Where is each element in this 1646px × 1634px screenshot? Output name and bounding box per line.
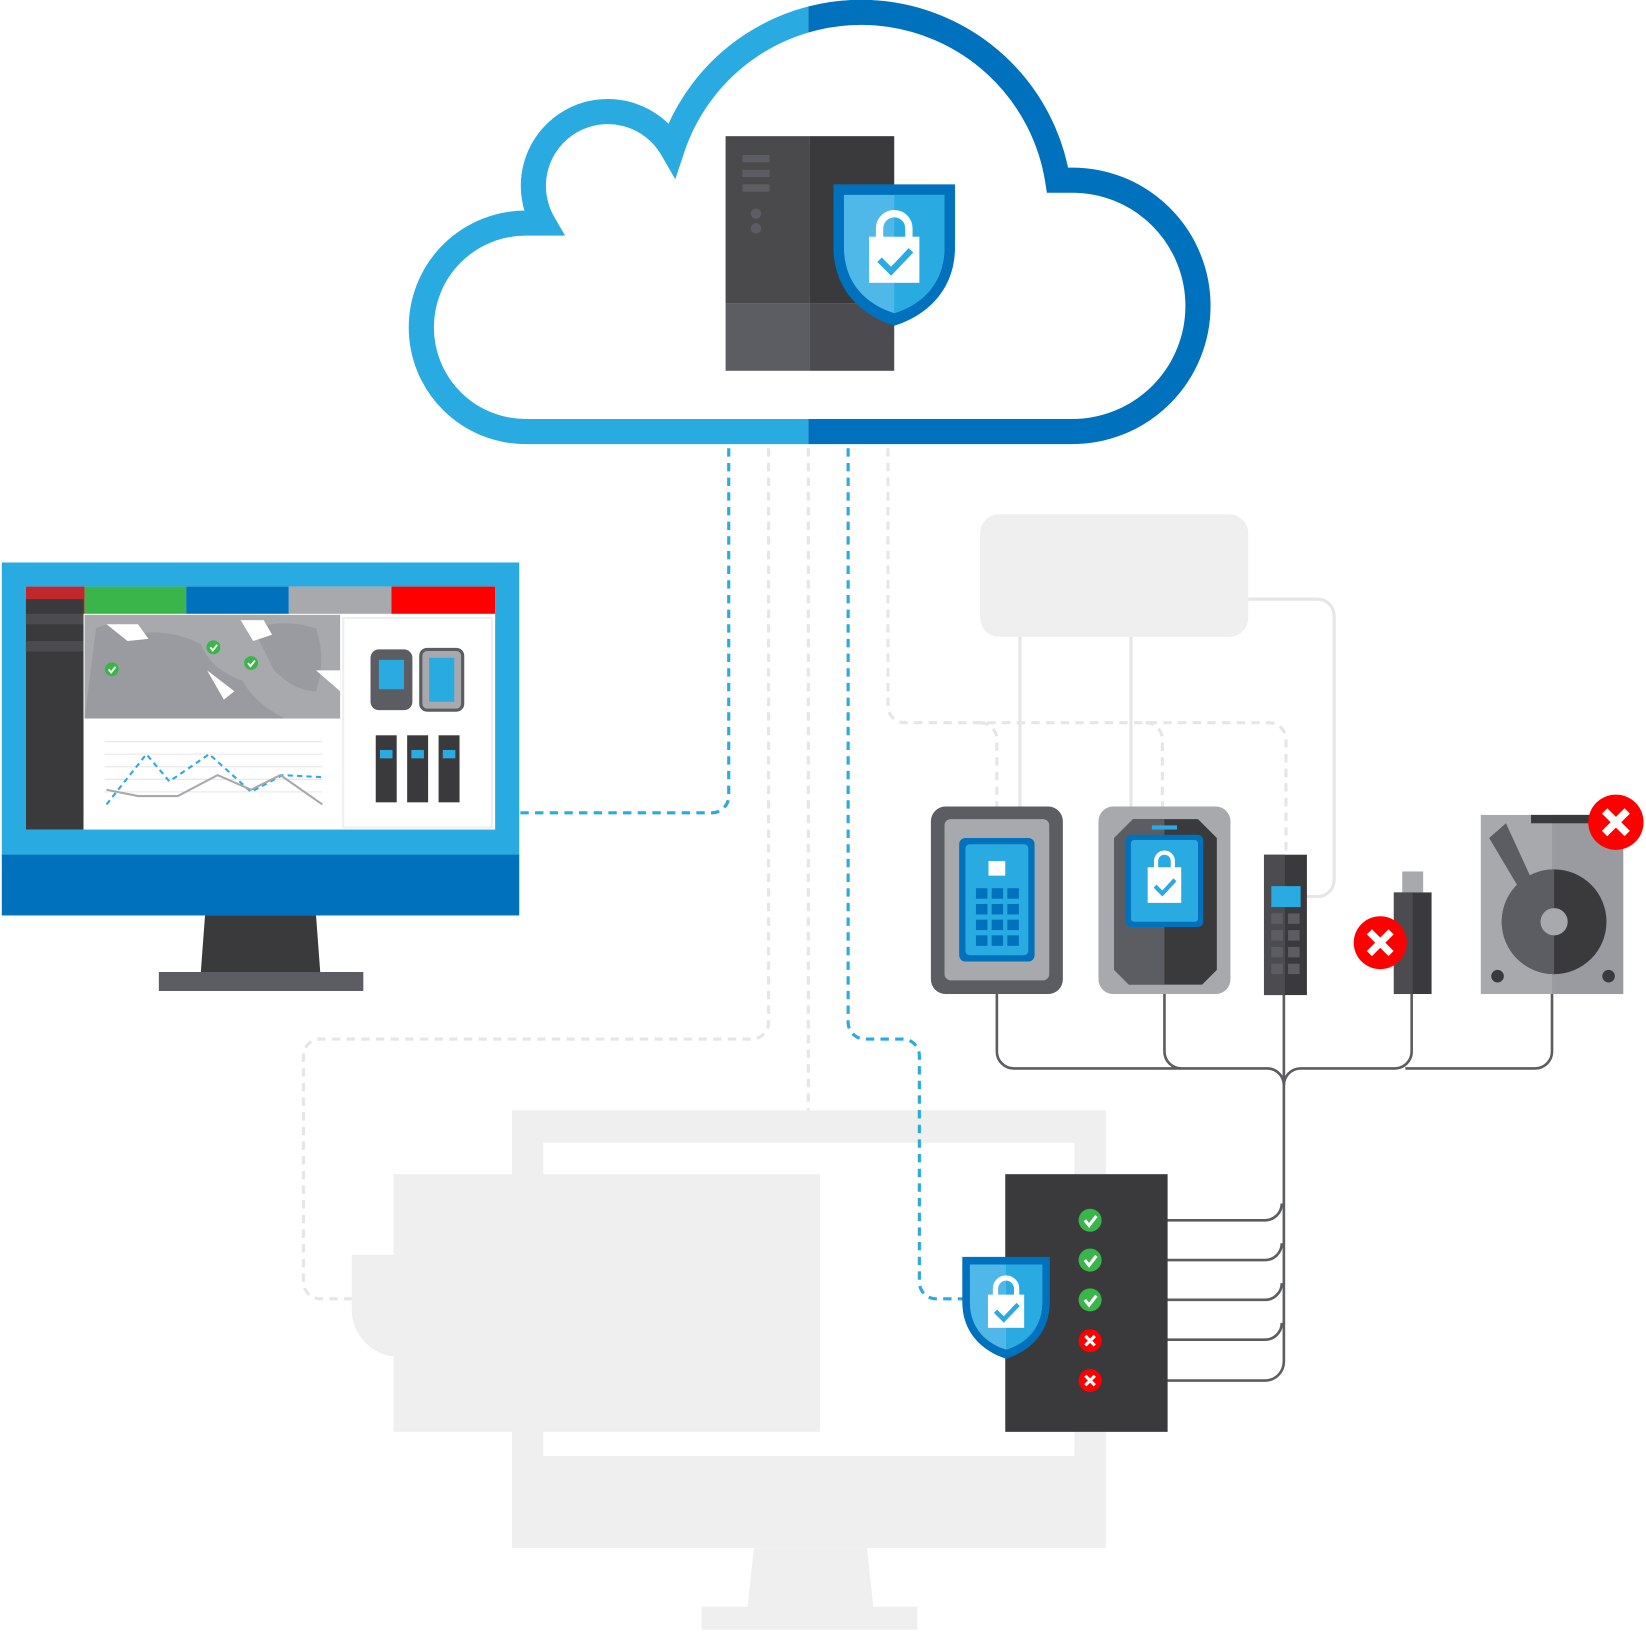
usb-keypad-icon <box>438 735 460 803</box>
connection-lines <box>301 448 1554 1382</box>
usb-keypad-icon <box>375 735 397 803</box>
dashboard-monitor <box>1 562 520 991</box>
error-icon <box>1354 916 1407 969</box>
keypad-usb-drive-icon <box>1263 854 1307 996</box>
status-ok-icon <box>1077 1286 1104 1313</box>
usb-keypad-icon <box>407 735 429 803</box>
error-icon <box>1588 795 1643 850</box>
world-map <box>84 614 341 719</box>
sidebar <box>25 599 84 830</box>
keypad-tablet-icon <box>930 806 1063 995</box>
phone-icon <box>370 649 413 711</box>
background-monitor <box>351 1110 1106 1630</box>
status-ok-icon <box>1077 1207 1104 1234</box>
placeholder-box <box>980 514 1249 637</box>
map-check-icon <box>103 661 120 678</box>
map-check-icon <box>243 655 259 671</box>
line-chart <box>104 741 323 806</box>
color-bar <box>25 586 496 614</box>
tablet-keypad-icon <box>419 647 465 712</box>
device-panel <box>342 616 494 829</box>
status-ok-icon <box>1077 1246 1104 1274</box>
usb-stick-icon <box>1393 871 1432 995</box>
status-error-icon <box>1077 1327 1104 1354</box>
status-error-icon <box>1077 1367 1104 1394</box>
hard-disk-icon <box>1480 814 1624 995</box>
locked-phone-icon <box>1098 806 1231 995</box>
map-check-icon <box>205 639 222 656</box>
